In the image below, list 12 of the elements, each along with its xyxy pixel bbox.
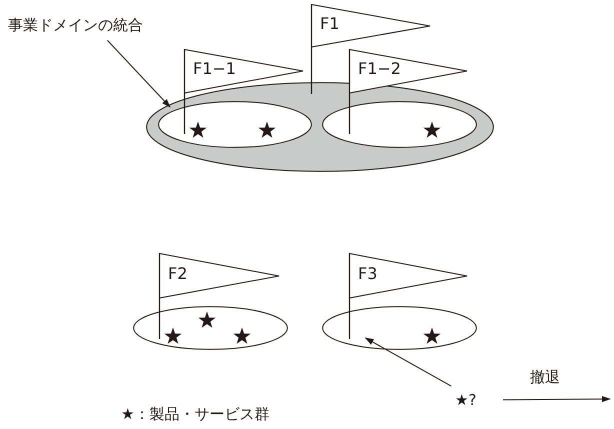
- legend-note: ★：製品・サービス群: [121, 405, 270, 423]
- flag-label: F2: [168, 265, 188, 283]
- callout-text: 事業ドメインの統合: [8, 16, 143, 34]
- edge-label: 撤退: [530, 368, 560, 386]
- arrow: [502, 396, 611, 402]
- flag-label: F1: [320, 15, 340, 33]
- flag-label: F3: [358, 265, 378, 283]
- leader-arrow: [106, 40, 171, 108]
- arrow: [364, 338, 452, 387]
- callout-text: ★?: [455, 391, 476, 409]
- flag-label: F1−1: [193, 60, 236, 78]
- flag-label: F1−2: [358, 60, 401, 78]
